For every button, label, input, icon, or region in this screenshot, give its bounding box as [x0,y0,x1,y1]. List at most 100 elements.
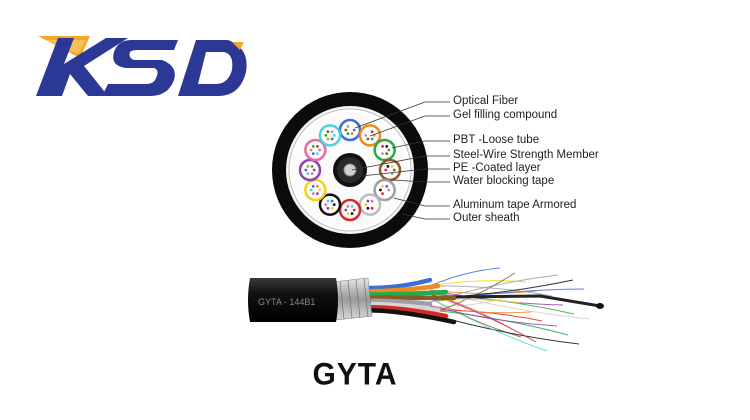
optical-fiber [379,189,382,192]
optical-fiber [364,134,367,137]
optical-fiber [353,209,356,212]
loose-tube [375,140,395,160]
product-name: GYTA [0,357,750,393]
optical-fiber [316,185,319,188]
optical-fiber [331,200,334,203]
optical-fiber [351,125,354,128]
optical-fiber [353,129,356,132]
logo-letter-d [178,40,247,96]
ksd-logo [28,30,248,100]
cable-print-text: GYTA - 144B1 [258,297,315,307]
loose-tube [340,120,360,140]
callout-pe-coated-layer: PE -Coated layer [453,162,541,175]
optical-fiber [385,185,388,188]
loose-tube [340,200,360,220]
optical-fiber [327,130,330,133]
optical-fiber [327,138,330,141]
loose-tube-strand [370,292,446,294]
optical-fiber [385,192,388,195]
optical-fiber [347,212,350,215]
callout-outer-sheath: Outer sheath [453,212,519,225]
loose-tube [305,180,325,200]
optical-fiber [312,152,315,155]
optical-fiber [312,192,315,195]
fiber-strand [430,314,579,344]
optical-fiber [387,189,390,192]
optical-fiber [313,169,316,172]
optical-fiber [324,134,327,137]
optical-fiber [371,207,374,210]
loose-tube [380,160,400,180]
optical-fiber [333,203,336,206]
optical-fiber [333,134,336,137]
optical-fiber [307,165,310,168]
optical-fiber [311,172,314,175]
optical-fiber [381,145,384,148]
optical-fiber [381,192,384,195]
product-name-text: GYTA [312,357,397,393]
central-member-tip [596,303,604,309]
optical-fiber [381,152,384,155]
optical-fiber [371,138,374,141]
optical-fiber [347,132,350,135]
loose-tube [300,160,320,180]
optical-fiber [347,205,350,208]
callout-optical-fiber: Optical Fiber [453,95,518,108]
fiber-strands [430,268,589,351]
optical-fiber [324,203,327,206]
optical-fiber [310,149,313,152]
optical-fiber [316,152,319,155]
optical-fiber [379,149,382,152]
fiber-strand [430,281,526,286]
optical-fiber [312,145,315,148]
optical-fiber [387,149,390,152]
optical-fiber [371,130,374,133]
steel-wire-strength-member [344,164,356,176]
optical-fiber [387,172,390,175]
loose-tube [360,195,380,215]
optical-fiber [312,185,315,188]
cable-side-view: GYTA - 144B1 [240,258,620,358]
optical-fiber [367,130,370,133]
callout-steel-wire-strength-member: Steel-Wire Strength Member [453,149,599,162]
optical-fiber [373,134,376,137]
optical-fiber [364,203,367,206]
optical-fiber [311,165,314,168]
loose-tube [320,125,340,145]
optical-fiber [373,203,376,206]
optical-fiber [393,169,396,172]
optical-fiber [327,207,330,210]
logo-letter-s [102,40,178,96]
optical-fiber [367,138,370,141]
optical-fiber [347,125,350,128]
optical-fiber [385,152,388,155]
optical-fiber [344,129,347,132]
optical-fiber [367,207,370,210]
fiber-strand [430,268,500,286]
optical-fiber [351,205,354,208]
optical-fiber [351,212,354,215]
optical-fiber [381,185,384,188]
optical-fiber [367,200,370,203]
optical-fiber [310,189,313,192]
callout-pbt-loose-tube: PBT -Loose tube [453,134,539,147]
optical-fiber [331,130,334,133]
optical-fiber [307,172,310,175]
optical-fiber [331,138,334,141]
optical-fiber [331,207,334,210]
optical-fiber [391,165,394,168]
callout-gel-filling-compound: Gel filling compound [453,109,557,122]
optical-fiber [371,200,374,203]
optical-fiber [316,145,319,148]
optical-fiber [304,169,307,172]
optical-fiber [318,189,321,192]
optical-fiber [385,145,388,148]
optical-fiber [318,149,321,152]
optical-fiber [384,169,387,172]
optical-fiber [391,172,394,175]
optical-fiber [327,200,330,203]
optical-fiber [351,132,354,135]
callout-aluminum-tape-armored: Aluminum tape Armored [453,199,576,212]
optical-fiber [344,209,347,212]
optical-fiber [387,165,390,168]
